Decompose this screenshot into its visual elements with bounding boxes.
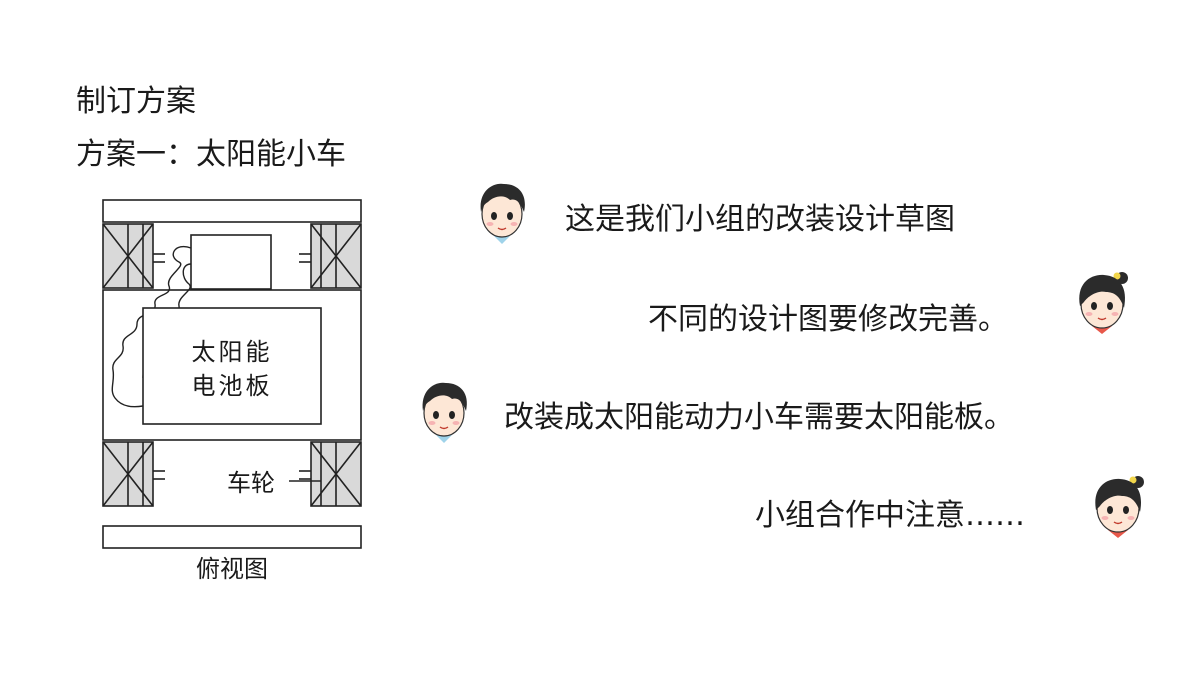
- motor-box: [190, 234, 272, 290]
- diagram-caption: 俯视图: [196, 555, 268, 583]
- dialogue-line-1: 这是我们小组的改装设计草图: [565, 202, 955, 237]
- wheel-rear-right: [310, 441, 362, 507]
- chassis-rear-bar: [102, 525, 362, 549]
- boy-avatar-icon: [422, 382, 467, 443]
- girl-avatar-icon: [1095, 476, 1144, 538]
- dialogue-line-3: 改装成太阳能动力小车需要太阳能板。: [504, 400, 1014, 435]
- dialogue-line-2: 不同的设计图要修改完善。: [648, 302, 1008, 337]
- dialogue-line-4: 小组合作中注意……: [755, 498, 1025, 533]
- solar-car-top-view-diagram: 太阳能 电池板 车轮 俯视图: [102, 199, 362, 583]
- section-heading-make-plan: 制订方案: [76, 84, 196, 119]
- chassis-body: [102, 289, 362, 441]
- wheel-front-left: [102, 223, 154, 289]
- wheel-rear-left: [102, 441, 154, 507]
- girl-avatar-icon: [1079, 272, 1128, 334]
- solar-panel-label-line2: 电池板: [192, 372, 273, 400]
- wheel-front-right: [310, 223, 362, 289]
- section-heading-plan-one: 方案一：太阳能小车: [76, 137, 346, 172]
- wheel-label: 车轮: [227, 469, 275, 497]
- boy-avatar-icon: [480, 183, 525, 244]
- solar-panel-label-line1: 太阳能: [192, 338, 273, 366]
- chassis-front-bar: [102, 199, 362, 223]
- solar-panel: [142, 307, 322, 425]
